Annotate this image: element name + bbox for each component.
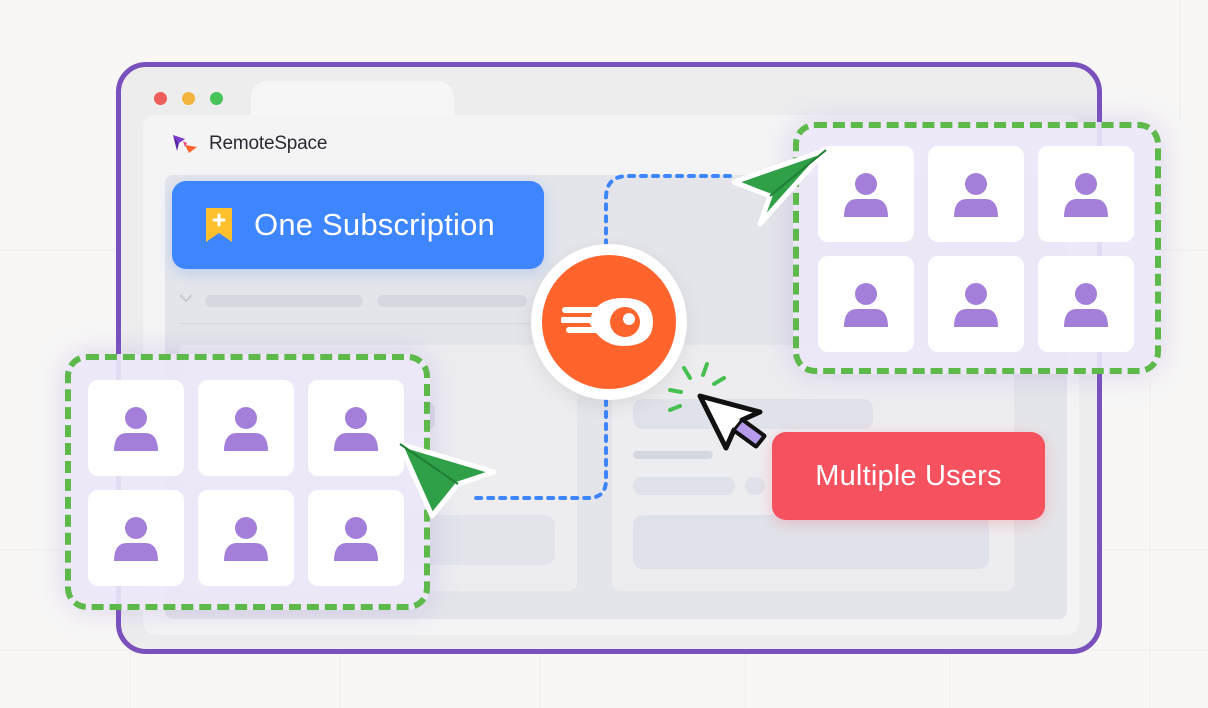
user-icon xyxy=(954,173,998,217)
placeholder-bar xyxy=(633,477,735,495)
user-icon xyxy=(114,517,158,561)
user-grid xyxy=(818,146,1134,352)
placeholder-bar xyxy=(377,295,527,307)
chevron-down-icon xyxy=(179,294,193,303)
user-tile[interactable] xyxy=(928,146,1024,242)
user-tile[interactable] xyxy=(818,146,914,242)
user-tile[interactable] xyxy=(88,490,184,586)
user-icon xyxy=(1064,173,1108,217)
user-icon xyxy=(844,173,888,217)
user-tile[interactable] xyxy=(928,256,1024,352)
bookmark-plus-icon xyxy=(206,208,232,242)
user-tile[interactable] xyxy=(1038,256,1134,352)
placeholder-bar xyxy=(745,477,765,495)
fireball-icon xyxy=(561,298,653,346)
user-tile[interactable] xyxy=(88,380,184,476)
placeholder-bar xyxy=(205,295,363,307)
brand-logo[interactable]: RemoteSpace xyxy=(171,133,327,155)
user-tile[interactable] xyxy=(818,256,914,352)
placeholder-bar xyxy=(633,451,713,459)
user-tile[interactable] xyxy=(308,380,404,476)
browser-tab[interactable] xyxy=(251,81,454,121)
remotespace-logo-icon xyxy=(173,135,197,153)
user-icon xyxy=(954,283,998,327)
semrush-logo-icon[interactable] xyxy=(531,244,687,400)
divider xyxy=(179,323,587,324)
user-tile[interactable] xyxy=(1038,146,1134,242)
user-icon xyxy=(1064,283,1108,327)
brand-name: RemoteSpace xyxy=(209,133,328,154)
placeholder-block xyxy=(633,515,989,569)
user-grid xyxy=(88,380,404,586)
placeholder-bar xyxy=(633,399,873,429)
user-icon xyxy=(844,283,888,327)
user-tile[interactable] xyxy=(308,490,404,586)
user-tile[interactable] xyxy=(198,490,294,586)
center-logo-disc xyxy=(542,255,676,389)
subscription-badge: One Subscription xyxy=(172,181,544,269)
user-group-right xyxy=(793,122,1161,374)
window-close-dot[interactable] xyxy=(154,92,167,105)
user-icon xyxy=(114,407,158,451)
user-icon xyxy=(334,407,378,451)
window-maximize-dot[interactable] xyxy=(210,92,223,105)
user-tile[interactable] xyxy=(198,380,294,476)
users-badge: Multiple Users xyxy=(772,432,1045,520)
user-group-left xyxy=(65,354,430,610)
user-icon xyxy=(224,407,268,451)
subscription-label: One Subscription xyxy=(254,207,495,242)
user-icon xyxy=(334,517,378,561)
window-minimize-dot[interactable] xyxy=(182,92,195,105)
placeholder-block xyxy=(405,515,555,565)
user-icon xyxy=(224,517,268,561)
users-label: Multiple Users xyxy=(815,459,1002,492)
